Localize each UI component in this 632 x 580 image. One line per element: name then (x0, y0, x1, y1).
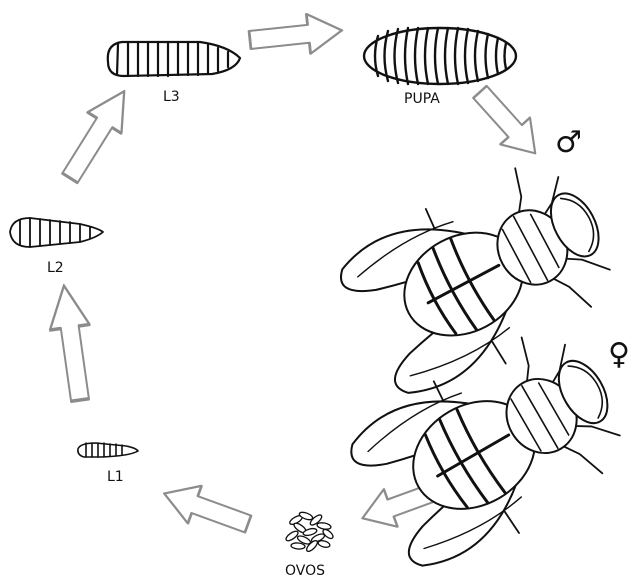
larva-l2-icon (10, 218, 103, 247)
arrow-l2-to-l3 (53, 81, 141, 189)
arrow-l3-to-pupa (248, 10, 344, 59)
label-l3: L3 (163, 90, 180, 104)
female-symbol: ♀ (608, 340, 630, 370)
label-l2: L2 (47, 261, 64, 275)
arrow-ovos-to-l1 (157, 475, 254, 543)
male-symbol: ♂ (555, 128, 582, 158)
label-pupa: PUPA (404, 92, 440, 106)
eggs-icon (285, 511, 335, 553)
arrow-pupa-to-adult (465, 79, 550, 167)
larva-l3-icon (108, 42, 240, 76)
label-l1: L1 (107, 470, 124, 484)
arrow-l1-to-l2 (44, 283, 100, 403)
larva-l1-icon (78, 443, 138, 457)
label-ovos: OVOS (285, 564, 325, 578)
pupa-icon (364, 28, 516, 84)
